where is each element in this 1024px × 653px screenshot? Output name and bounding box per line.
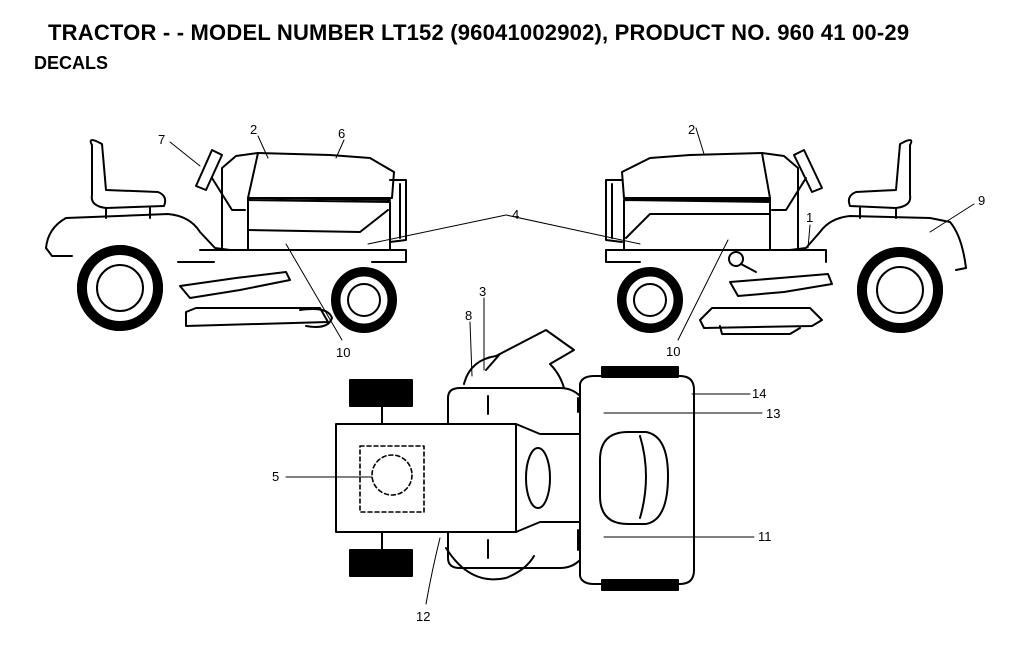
- page-subtitle: DECALS: [34, 53, 109, 73]
- callout-10-left: 10: [336, 345, 350, 360]
- callout-8: 8: [465, 308, 472, 323]
- callout-3: 3: [479, 284, 486, 299]
- callout-10-right: 10: [666, 344, 680, 359]
- tractor-right-side-view: [605, 139, 967, 335]
- tractor-top-view: [335, 329, 695, 591]
- callout-6: 6: [338, 126, 345, 141]
- leader-lines: [169, 127, 975, 605]
- callout-11: 11: [758, 529, 772, 544]
- callout-9: 9: [978, 193, 985, 208]
- callout-1: 1: [806, 210, 813, 225]
- callout-4: 4: [512, 207, 519, 222]
- callout-7: 7: [158, 132, 165, 147]
- callout-13: 13: [766, 406, 780, 421]
- callout-5: 5: [272, 469, 279, 484]
- callout-2-left: 2: [250, 122, 257, 137]
- callout-2-right: 2: [688, 122, 695, 137]
- page-title: TRACTOR - - MODEL NUMBER LT152 (96041002…: [48, 20, 910, 45]
- callout-14: 14: [752, 386, 766, 401]
- callout-12: 12: [416, 609, 430, 624]
- tractor-left-side-view: [45, 139, 407, 333]
